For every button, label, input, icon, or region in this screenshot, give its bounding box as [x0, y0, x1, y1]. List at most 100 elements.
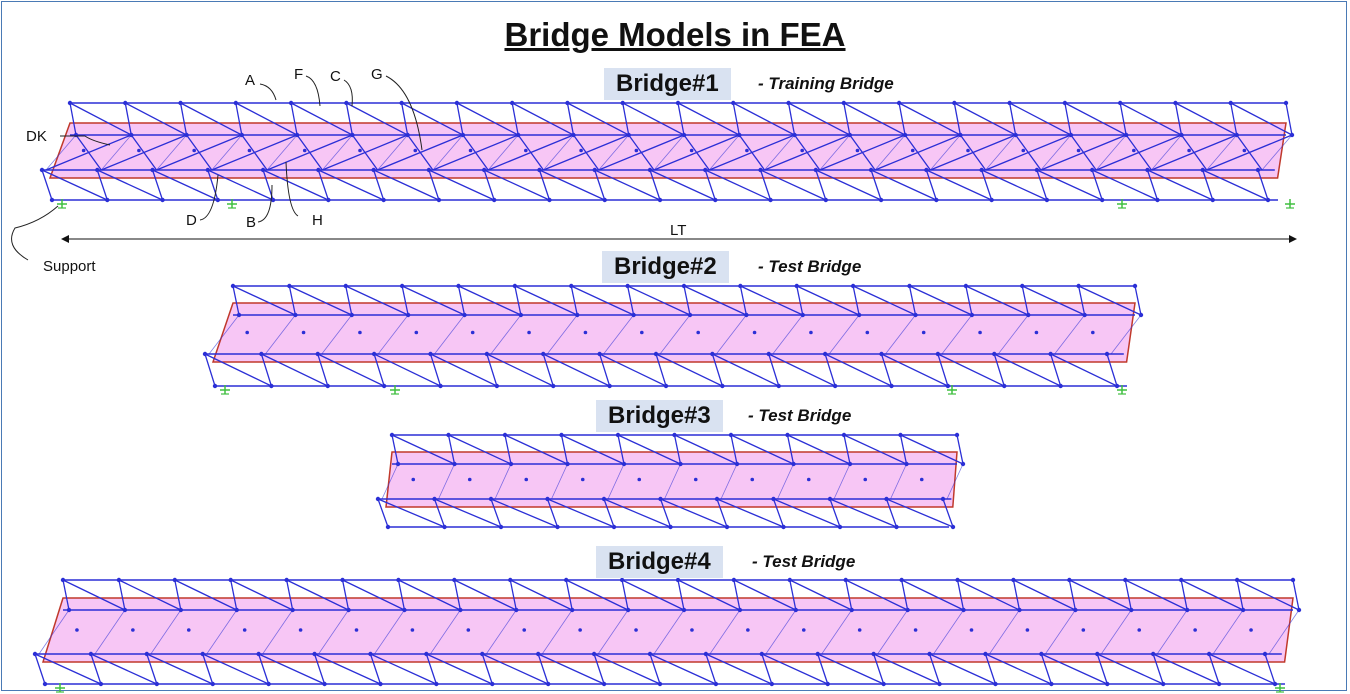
bridge-1-bracing-lower [981, 169, 1048, 201]
leader-dk [60, 135, 111, 146]
support-icon [1285, 199, 1295, 209]
bridge-4-bracing [509, 579, 573, 611]
bridge-3-web-line [833, 463, 851, 500]
bridge-2-vertical-upper [401, 285, 409, 316]
bridge-4-model [32, 577, 1302, 693]
bridge-3-bracing-lower [377, 498, 445, 528]
bridge-2-deck-node [301, 330, 306, 335]
bridge-1-bracing-lower [926, 169, 992, 201]
bridge-3-bracing-lower [886, 498, 954, 528]
bridge-3-vertical-lower [603, 498, 615, 528]
bridge-2-joint [631, 312, 636, 318]
bridge-4-joint [234, 607, 239, 613]
bridge-2-deck-node [245, 330, 249, 335]
bridge-1-web-line [432, 134, 464, 171]
bridge-1-joint [160, 197, 165, 203]
bridge-1-bracing-lower [428, 169, 495, 201]
bridge-4-joint [434, 681, 439, 687]
bridge-3-joint [827, 496, 833, 502]
bridge-4-vertical-upper [1292, 579, 1300, 611]
bridge-1-vertical-upper [622, 102, 630, 136]
bridge-1-vertical-upper [898, 102, 906, 136]
bridge-1-bracing [788, 102, 851, 136]
bridge-4-joint [843, 577, 848, 583]
bridge-1-joint [620, 100, 625, 106]
bridge-2-joint [879, 351, 884, 357]
bridge-4-bracing [789, 579, 853, 611]
bridge-2-deck-node [640, 330, 644, 335]
bridge-4-joint [346, 607, 351, 613]
bridge-4-joint [256, 651, 261, 657]
bridge-1-joint [786, 100, 791, 106]
bridge-1-diagonal [764, 134, 851, 171]
bridge-2-joint [856, 312, 862, 318]
bridge-2-joint [371, 351, 377, 357]
bridge-1-diagonal [709, 134, 795, 171]
bridge-1-diagonal [101, 134, 187, 171]
bridge-1-joint [758, 167, 763, 173]
bridge-2-web-line [546, 314, 578, 355]
bridge-4-deck-node [578, 628, 582, 632]
bridge-2-joint [963, 283, 969, 289]
bridge-4-web-line [933, 609, 964, 655]
bridge-3-vertical-upper [560, 434, 569, 465]
bridge-4-vertical-lower [146, 653, 158, 685]
bridge-2-web-line [716, 314, 747, 355]
bridge-1-joint [405, 132, 410, 138]
bridge-1-bracing [622, 102, 685, 136]
bridge-1-joint [1228, 100, 1233, 106]
bridge-1-joint [371, 167, 376, 173]
bridge-2-vertical-lower [317, 353, 329, 387]
bridge-1-joint [979, 167, 984, 173]
bridge-2-web-line [885, 314, 916, 355]
bridge-2-vertical-lower [204, 353, 216, 387]
bridge-3-vertical-lower [829, 498, 841, 528]
bridge-2-joint [551, 383, 556, 389]
bridge-4-deck-node [186, 628, 191, 632]
bridge-4-joint [290, 607, 295, 613]
bridge-2-joint [720, 383, 725, 389]
bridge-1-bracing [954, 102, 1016, 136]
bridge-3-joint [781, 524, 786, 530]
bridge-4-joint [601, 681, 607, 687]
bridge-1-joint [270, 197, 276, 203]
bridge-1-vertical-lower [815, 169, 827, 201]
bridge-4-joint [396, 577, 401, 583]
bridge-4-vertical-upper [509, 579, 517, 611]
bridge-1-deck-node [634, 148, 639, 153]
bridge-1-bracing [180, 102, 243, 136]
bridge-4-joint [378, 681, 383, 687]
bridge-4-deck-node [1193, 628, 1197, 632]
bridge-4-bracing [454, 579, 517, 611]
bridge-2-joint [1076, 283, 1081, 289]
bridge-4-joint [563, 577, 569, 583]
bridge-1-joint [626, 132, 631, 138]
bridge-2-joint [230, 283, 236, 289]
bridge-1-joint [1200, 167, 1205, 173]
bridge-2-joint [738, 283, 743, 289]
bridge-1-joint [1173, 100, 1178, 106]
bridge-2-joint [1058, 383, 1063, 389]
bridge-3-joint [714, 496, 720, 502]
bridge-2-deck-node [1091, 330, 1095, 335]
bridge-4-joint [210, 681, 215, 687]
bridge-4-joint [490, 681, 495, 687]
bridge-4-web-line [262, 609, 293, 655]
bridge-1-deck-node [1132, 148, 1136, 153]
bridge-2-bracing [796, 285, 860, 316]
bridge-4-deck-node [522, 628, 527, 632]
bridge-2-bracing [1021, 285, 1085, 316]
leader-c [343, 79, 353, 107]
bridge-1-bracing [69, 102, 132, 136]
bridge-1-bracing [346, 102, 408, 136]
bridge-1-joint [1283, 100, 1289, 106]
bridge-3-joint [389, 432, 395, 438]
bridge-2-vertical-upper [345, 285, 353, 316]
bridge-1-bracing [732, 102, 795, 136]
bridge-4-vertical-lower [873, 653, 885, 685]
bridge-4-bracing [1069, 579, 1132, 611]
bridge-4-joint [514, 607, 519, 613]
bridge-4-joint [1049, 681, 1054, 687]
bridge-2-bracing-lower [430, 353, 498, 387]
bridge-3-joint [837, 524, 843, 530]
